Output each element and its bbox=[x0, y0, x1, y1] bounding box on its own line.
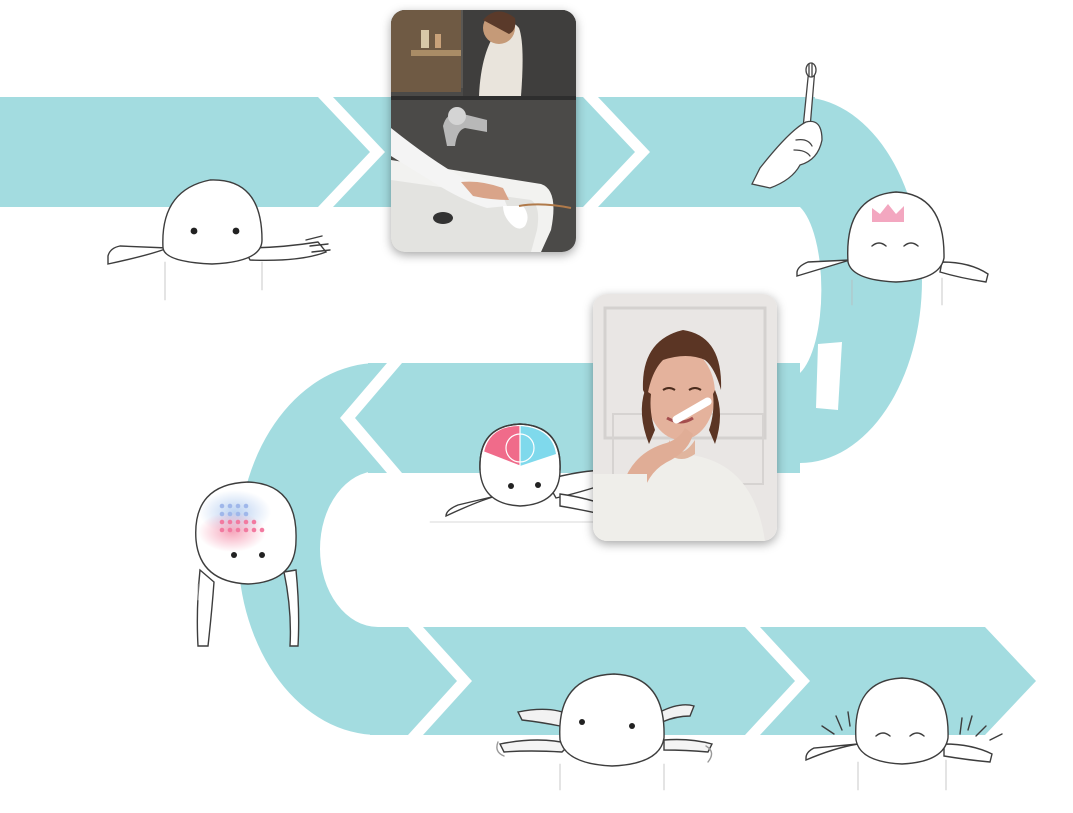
crown-icon bbox=[872, 204, 904, 222]
chevron-bottom-1 bbox=[408, 627, 472, 735]
chevron-bend-notch bbox=[816, 342, 842, 410]
bathroom-sink-photo bbox=[391, 10, 576, 252]
character-content bbox=[805, 677, 1003, 791]
character-crowned bbox=[796, 191, 989, 306]
hand-holding-toothbrush-icon bbox=[751, 62, 823, 189]
chevron-top-1 bbox=[318, 97, 385, 207]
chevron-top-2 bbox=[583, 97, 650, 207]
person-brushing-teeth-photo bbox=[593, 294, 777, 541]
character-resting bbox=[107, 179, 331, 301]
led-grid-icon bbox=[219, 503, 265, 533]
chevron-bottom-2 bbox=[745, 627, 810, 735]
timer-dial-icon bbox=[484, 426, 520, 466]
path-left-bend bbox=[238, 363, 378, 735]
chevron-middle bbox=[340, 363, 402, 473]
character-light-grid bbox=[195, 481, 300, 647]
character-wriggling bbox=[496, 673, 714, 791]
direction-chevrons bbox=[318, 97, 842, 735]
